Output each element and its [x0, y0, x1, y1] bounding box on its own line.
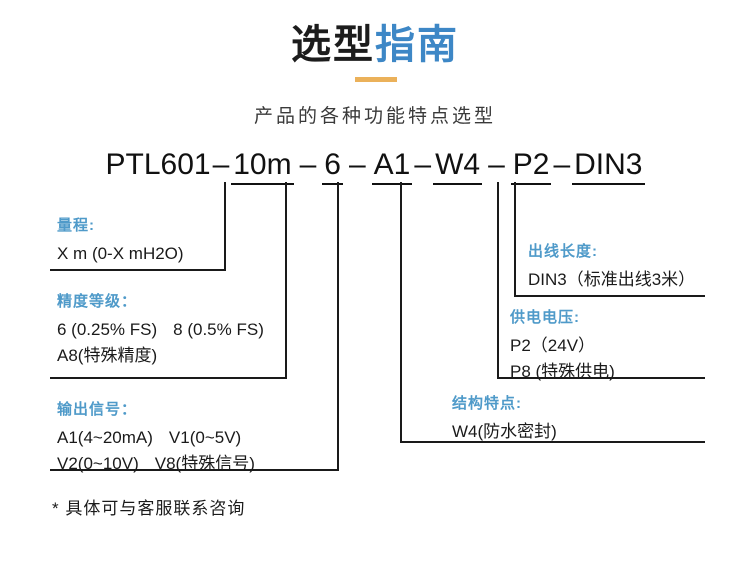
model-code-base: PTL601: [105, 148, 211, 181]
description-line-cable-1: DIN3（标准出线3米）: [528, 270, 696, 289]
model-code-row: PTL601–10m–6–A1–W4–P2–DIN3: [0, 148, 750, 185]
description-heading-cable: 出线长度:: [528, 243, 598, 260]
accuracy-option-6: 6 (0.25% FS): [57, 320, 158, 339]
leader-line-range-horizontal: [50, 269, 226, 271]
description-block-output: 输出信号： A1(4~20mA) V1(0~5V) V2(0~10V) V8(特殊信…: [57, 398, 255, 478]
model-code-dash-6: –: [553, 148, 571, 181]
leader-line-supply-vertical: [497, 182, 499, 379]
description-block-structure: 结构特点: W4(防水密封): [452, 392, 557, 445]
model-code-dash-4: –: [414, 148, 432, 181]
description-line-structure-1: W4(防水密封): [452, 422, 557, 441]
output-option-v2: V2(0~10V): [57, 454, 139, 474]
model-code-segment-accuracy: 6: [322, 148, 343, 185]
leader-line-accuracy-vertical: [285, 182, 287, 379]
model-code-segment-supply: P2: [510, 148, 552, 185]
accuracy-option-8: 8 (0.5% FS): [173, 320, 264, 339]
description-line-supply-1: P2（24V）: [510, 336, 596, 355]
title-underline-rule: [355, 77, 397, 82]
leader-line-accuracy-horizontal: [50, 377, 287, 379]
leader-line-range-vertical: [224, 182, 226, 271]
description-heading-range: 量程:: [57, 217, 95, 234]
description-line-range-1: X m (0-X mH2O): [57, 244, 184, 263]
model-code-segment-structure: W4: [433, 148, 483, 185]
output-option-a1: A1(4~20mA): [57, 428, 153, 447]
description-line-output-2: V2(0~10V) V8(特殊信号): [57, 451, 255, 477]
description-line-accuracy-1: 6 (0.25% FS) 8 (0.5% FS): [57, 317, 264, 343]
leader-line-output-horizontal: [50, 469, 339, 471]
description-line-supply-2: P8 (特殊供电): [510, 362, 615, 382]
page-subtitle: 产品的各种功能特点选型: [253, 106, 496, 127]
description-heading-output: 输出信号：: [57, 401, 138, 418]
leader-line-output-vertical: [337, 182, 339, 471]
model-code-segment-range: 10m: [231, 148, 294, 185]
leader-line-structure-horizontal: [400, 441, 705, 443]
page-title-part-blue: 指南: [375, 23, 459, 67]
description-block-accuracy: 精度等级： 6 (0.25% FS) 8 (0.5% FS) A8(特殊精度): [57, 290, 264, 370]
output-option-v1: V1(0~5V): [168, 428, 242, 447]
output-option-v8: V8(特殊信号): [154, 454, 255, 474]
description-line-output-1: A1(4~20mA) V1(0~5V): [57, 425, 255, 451]
leader-line-cable-vertical: [514, 182, 516, 297]
page-title: 选型指南: [0, 24, 750, 66]
description-line-accuracy-2: A8(特殊精度): [57, 346, 158, 366]
description-heading-supply: 供电电压:: [510, 309, 580, 326]
model-code-segment-output: A1: [371, 148, 413, 185]
model-code-dash-2: –: [299, 148, 317, 181]
description-block-range: 量程: X m (0-X mH2O): [57, 214, 184, 267]
description-block-cable: 出线长度: DIN3（标准出线3米）: [528, 240, 695, 293]
leader-line-cable-horizontal: [514, 295, 705, 297]
leader-line-structure-vertical: [400, 182, 402, 443]
leader-line-supply-horizontal: [497, 377, 705, 379]
description-heading-accuracy: 精度等级：: [57, 293, 138, 310]
page-title-part-dark: 选型: [291, 23, 375, 67]
model-code-segment-cable: DIN3: [572, 148, 645, 185]
model-code-dash-3: –: [348, 148, 366, 181]
description-block-supply: 供电电压: P2（24V） P8 (特殊供电): [510, 306, 615, 386]
footnote-text: * 具体可与客服联系咨询: [52, 499, 246, 518]
description-heading-structure: 结构特点:: [452, 395, 522, 412]
model-code-dash-5: –: [488, 148, 505, 181]
model-code-dash-1: –: [212, 148, 230, 181]
